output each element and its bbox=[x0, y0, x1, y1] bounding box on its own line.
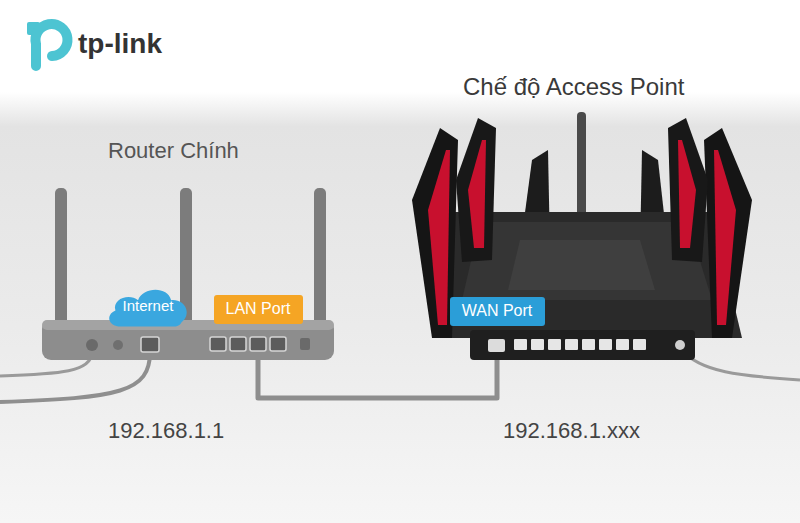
power-cable bbox=[682, 350, 800, 380]
access-point-router bbox=[412, 112, 752, 360]
mode-title: Chế độ Access Point bbox=[463, 73, 684, 102]
node-text: WAN Port bbox=[462, 302, 533, 320]
logo-mark bbox=[27, 22, 67, 66]
brand-logo: tp-link bbox=[78, 27, 162, 61]
main-router bbox=[42, 188, 334, 360]
node-text: LAN Port bbox=[226, 300, 291, 318]
internet-cloud: Internet bbox=[105, 284, 192, 328]
ip-address: 192.168.1.xxx bbox=[503, 418, 640, 444]
device-title: Router Chính bbox=[108, 138, 239, 164]
ip-address: 192.168.1.1 bbox=[108, 418, 224, 444]
port-tag: LAN Port bbox=[214, 295, 303, 324]
node-text: Internet bbox=[123, 297, 174, 314]
port-tag: WAN Port bbox=[450, 297, 545, 326]
